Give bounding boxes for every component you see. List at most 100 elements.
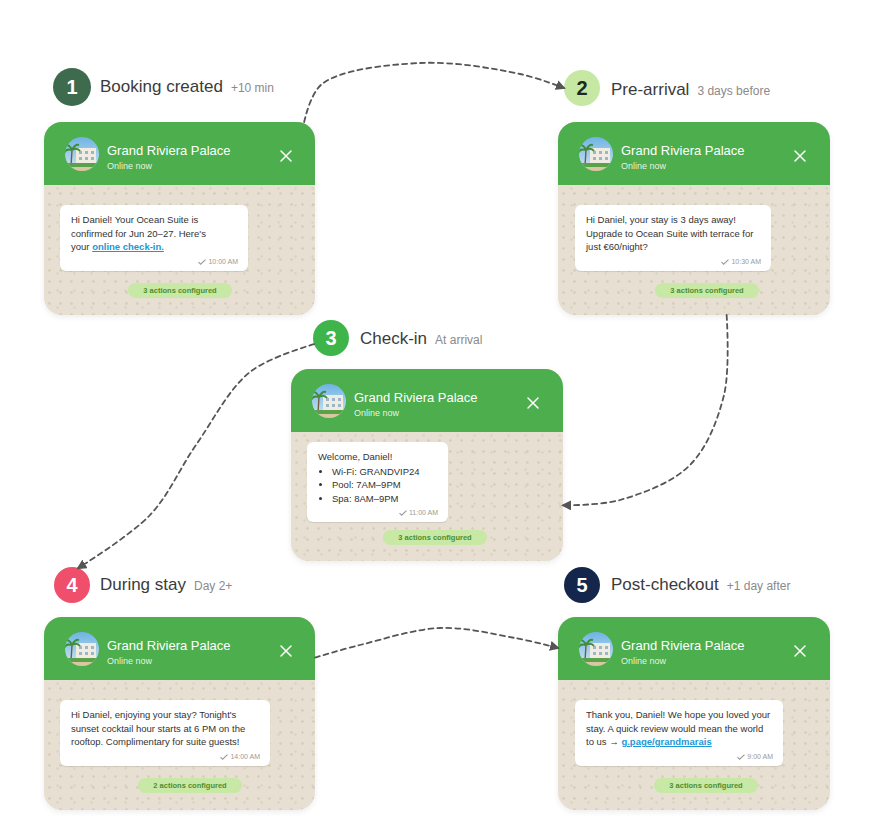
contact-status: Online now <box>354 408 399 418</box>
hotel-avatar <box>64 137 99 171</box>
actions-pill: 3 actions configured <box>383 530 487 545</box>
message-time: 9:00 AM <box>747 753 773 760</box>
flow-arrow <box>78 344 314 568</box>
actions-pill: 3 actions configured <box>655 283 759 298</box>
step-number-text: 5 <box>576 574 587 597</box>
chat-card: Check-inAt arrivalGrand Riviera PalaceOn… <box>291 369 563 561</box>
chat-card: Booking created+10 minGrand Riviera Pala… <box>44 122 315 315</box>
close-icon <box>795 151 805 161</box>
hotel-avatar <box>578 137 613 171</box>
close-icon <box>281 151 291 161</box>
stage-heading-row: Booking created +10 min <box>100 74 274 100</box>
hotel-avatar <box>311 384 346 418</box>
actions-pill: 2 actions configured <box>138 778 242 793</box>
chat-card: Post-checkout+1 day afterGrand Riviera P… <box>558 617 830 810</box>
stage-title: During stay <box>100 575 186 594</box>
actions-pill: 3 actions configured <box>128 283 232 298</box>
step-number: 1 <box>53 68 91 106</box>
message-bubble: Hi Daniel! Your Ocean Suite is confirmed… <box>60 205 248 271</box>
hotel-avatar <box>578 632 613 666</box>
message-list: Wi-Fi: GRANDVIP24Pool: 7AM–9PMSpa: 8AM–9… <box>318 465 438 506</box>
actions-count: 3 actions configured <box>398 533 471 542</box>
stage-timing: +10 min <box>231 81 274 95</box>
message-bubble: Hi Daniel, enjoying your stay? Tonight's… <box>60 700 270 766</box>
stage-title: Pre-arrival <box>611 80 689 99</box>
delivered-check <box>737 754 745 760</box>
message-text: Welcome, Daniel! <box>318 451 392 462</box>
message-time: 11:00 AM <box>409 509 438 516</box>
contact-name: Grand Riviera Palace <box>107 638 231 653</box>
close-icon <box>528 398 538 408</box>
step-number-text: 3 <box>325 327 336 350</box>
chat-header: Grand Riviera PalaceOnline now <box>558 617 830 680</box>
message-body: Hi Daniel, your stay is 3 days away! Upg… <box>586 213 761 254</box>
step-number-text: 4 <box>66 574 77 597</box>
message-time-row: 11:00 AM <box>318 508 438 518</box>
message-body: Thank you, Daniel! We hope you loved you… <box>586 708 773 749</box>
check-mark <box>738 754 745 759</box>
flow-arrow <box>304 63 564 122</box>
contact-name: Grand Riviera Palace <box>354 390 478 405</box>
message-time-row: 9:00 AM <box>586 752 773 762</box>
chat-card: Pre-arrival3 days beforeGrand Riviera Pa… <box>558 122 830 315</box>
hotel-avatar <box>64 632 99 666</box>
contact-status: Online now <box>621 656 666 666</box>
close-icon <box>795 646 805 656</box>
chat-header: Grand Riviera PalaceOnline now <box>44 617 315 680</box>
close-icon <box>281 646 291 656</box>
delivered-check <box>198 259 206 265</box>
message-link: g.page/grandmarais <box>621 736 711 747</box>
contact-status: Online now <box>107 161 152 171</box>
step-number-text: 1 <box>66 76 77 99</box>
stage-title: Booking created <box>100 77 223 96</box>
message-body: Welcome, Daniel! <box>318 450 438 464</box>
message-link: online check-in. <box>92 241 164 252</box>
message-bubble: Welcome, Daniel! Wi-Fi: GRANDVIP24Pool: 7… <box>307 442 448 522</box>
message-text: Hi Daniel, your stay is 3 days away! Upg… <box>586 214 753 252</box>
edge-group <box>78 63 728 658</box>
step-number: 4 <box>54 567 90 603</box>
chat-header: Grand Riviera PalaceOnline now <box>44 122 315 185</box>
stage-timing: At arrival <box>435 333 482 347</box>
chat-header: Grand Riviera PalaceOnline now <box>291 369 563 432</box>
message-time-row: 14:00 AM <box>71 752 260 762</box>
actions-count: 3 actions configured <box>670 286 743 295</box>
contact-status: Online now <box>107 656 152 666</box>
message-body: Hi Daniel! Your Ocean Suite is confirmed… <box>71 213 238 254</box>
step-number: 3 <box>313 320 349 356</box>
step-number: 5 <box>564 567 600 603</box>
stage-title: Check-in <box>360 329 427 348</box>
message-list-item: Pool: 7AM–9PM <box>332 478 438 492</box>
check-mark <box>399 511 406 516</box>
message-list-item: Wi-Fi: GRANDVIP24 <box>332 465 438 479</box>
check-mark <box>199 259 206 264</box>
contact-name: Grand Riviera Palace <box>621 143 745 158</box>
delivered-check <box>220 754 228 760</box>
contact-name: Grand Riviera Palace <box>107 143 231 158</box>
stage-heading-row: Check-in At arrival <box>360 326 482 352</box>
step-number: 2 <box>564 70 600 106</box>
flow-arrow <box>315 628 558 658</box>
delivered-check <box>399 510 407 516</box>
actions-count: 3 actions configured <box>143 286 216 295</box>
delivered-check <box>721 259 729 265</box>
message-time: 10:30 AM <box>731 258 761 265</box>
actions-count: 2 actions configured <box>153 781 226 790</box>
message-text: Hi Daniel, enjoying your stay? Tonight's… <box>71 709 245 747</box>
message-time-row: 10:00 AM <box>71 257 238 267</box>
step-number-text: 2 <box>576 77 587 100</box>
stage-heading-row: Pre-arrival3 days before <box>611 77 770 103</box>
stage-heading-row: Post-checkout+1 day after <box>611 572 790 598</box>
contact-status: Online now <box>621 161 666 171</box>
message-bubble: Hi Daniel, your stay is 3 days away! Upg… <box>575 205 771 271</box>
message-body: Hi Daniel, enjoying your stay? Tonight's… <box>71 708 260 749</box>
check-mark <box>221 754 228 759</box>
stage-timing: Day 2+ <box>194 579 232 593</box>
check-mark <box>722 259 729 264</box>
stage-heading-row: During stay Day 2+ <box>100 572 232 598</box>
contact-name: Grand Riviera Palace <box>621 638 745 653</box>
